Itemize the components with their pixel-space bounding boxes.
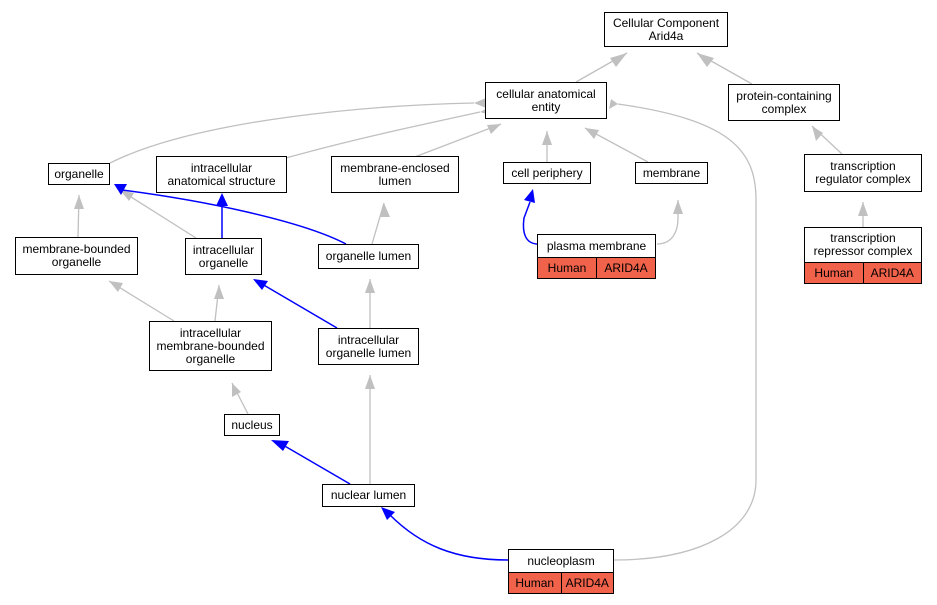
edge-ol-mel — [371, 202, 385, 245]
node-membrane[interactable]: membrane — [635, 162, 708, 184]
node-cell-periphery[interactable]: cell periphery — [503, 162, 591, 184]
edge-io-organelle — [119, 189, 197, 239]
annotation-species: Human — [814, 266, 854, 280]
node-intracellular-membrane-bounded-organelle[interactable]: intracellular membrane-bounded organelle — [149, 321, 272, 371]
annotation-nucleoplasm: Human ARID4A — [508, 572, 614, 594]
annotation-species: Human — [515, 576, 555, 590]
edge-iol-io-blue — [261, 283, 338, 329]
node-plasma-membrane[interactable]: plasma membrane — [537, 234, 656, 258]
node-intracellular-anatomical-structure[interactable]: intracellular anatomical structure — [156, 156, 287, 193]
edge-np-cae — [613, 103, 757, 561]
annotation-species: Human — [547, 261, 587, 275]
annotation-gene: ARID4A — [560, 573, 614, 593]
edge-ol-organelle-blue — [121, 189, 347, 245]
node-nuclear-lumen[interactable]: nuclear lumen — [322, 484, 415, 507]
node-transcription-repressor-complex[interactable]: transcription repressor complex — [804, 227, 922, 263]
annotation-gene: ARID4A — [862, 263, 922, 283]
node-organelle[interactable]: organelle — [48, 163, 110, 185]
edge-nl-nucleus-blue — [282, 444, 351, 485]
annotation-gene: ARID4A — [596, 258, 655, 278]
node-protein-containing-complex[interactable]: protein-containing complex — [728, 84, 840, 121]
annotation-transcription-repressor-complex: Human ARID4A — [804, 262, 922, 284]
edge-np-nl-blue — [389, 514, 509, 561]
edge-organelle-cae — [109, 102, 475, 164]
annotation-plasma-membrane: Human ARID4A — [537, 257, 656, 279]
node-intracellular-organelle-lumen[interactable]: intracellular organelle lumen — [318, 328, 419, 365]
node-nucleoplasm[interactable]: nucleoplasm — [508, 549, 614, 573]
node-cellular-anatomical-entity[interactable]: cellular anatomical entity — [485, 82, 607, 119]
node-cellular-component-arid4a[interactable]: Cellular Component Arid4a — [604, 12, 728, 47]
edge-pm-membrane — [656, 200, 679, 245]
edge-pm-cp-blue — [522, 201, 539, 245]
node-organelle-lumen[interactable]: organelle lumen — [318, 244, 419, 269]
node-membrane-enclosed-lumen[interactable]: membrane-enclosed lumen — [331, 156, 459, 193]
node-membrane-bounded-organelle[interactable]: membrane-bounded organelle — [15, 237, 138, 275]
node-intracellular-organelle[interactable]: intracellular organelle — [185, 238, 262, 275]
edge-ias-cae — [285, 111, 481, 159]
edge-mel-cae — [411, 123, 502, 159]
node-transcription-regulator-complex[interactable]: transcription regulator complex — [804, 154, 922, 192]
node-nucleus[interactable]: nucleus — [224, 414, 280, 436]
